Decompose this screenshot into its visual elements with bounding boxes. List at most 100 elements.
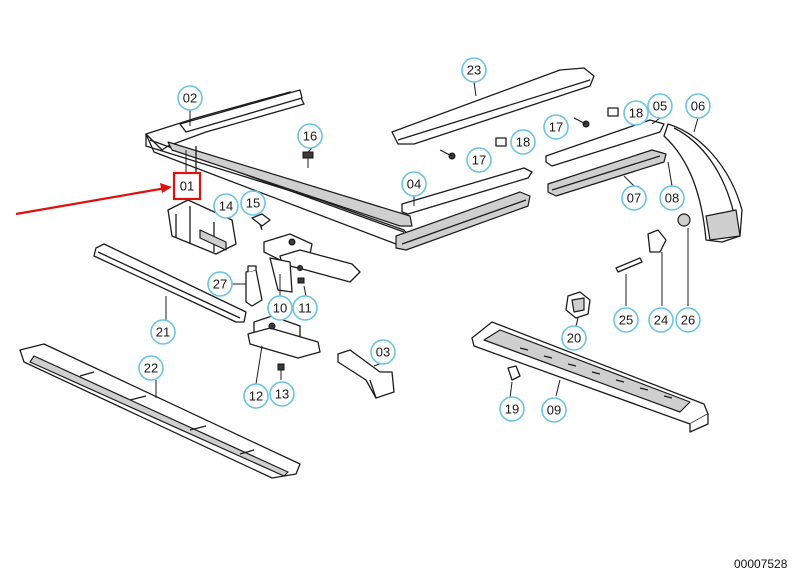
callout-circle xyxy=(461,57,487,83)
part-10-hinge xyxy=(263,233,361,293)
part-16-screw xyxy=(302,151,314,168)
callout-circle xyxy=(401,171,427,197)
callout-25: 25 xyxy=(613,307,639,333)
document-number: 00007528 xyxy=(734,557,788,571)
callout-circle xyxy=(177,85,203,111)
callout-12: 12 xyxy=(243,383,269,409)
part-09-step-plate xyxy=(471,321,709,433)
callout-02: 02 xyxy=(177,85,203,111)
callout-08: 08 xyxy=(659,185,685,211)
callout-circle xyxy=(150,319,176,345)
callout-circle xyxy=(675,307,701,333)
callout-label: 11 xyxy=(298,301,312,316)
part-17-screws xyxy=(439,117,590,160)
callout-18b: 18 xyxy=(623,100,649,126)
callout-04: 04 xyxy=(401,171,427,197)
callout-label: 19 xyxy=(505,402,519,417)
callout-26: 26 xyxy=(675,307,701,333)
callout-label: 16 xyxy=(303,129,317,144)
callout-label: 22 xyxy=(144,361,158,376)
part-26-nut xyxy=(677,213,691,227)
callout-17b: 17 xyxy=(543,114,569,140)
part-24-cover xyxy=(647,229,667,253)
callout-19: 19 xyxy=(499,396,525,422)
callout-label: 13 xyxy=(275,387,289,402)
callout-label: 20 xyxy=(567,331,581,346)
callout-circle xyxy=(543,114,569,140)
callout-15: 15 xyxy=(240,190,266,216)
callout-circle xyxy=(621,185,647,211)
part-22-lower-beam xyxy=(19,343,301,479)
part-12-lower-hinge xyxy=(247,315,321,359)
callout-label: 12 xyxy=(249,389,263,404)
callout-05: 05 xyxy=(647,93,673,119)
callout-label: 27 xyxy=(213,277,227,292)
callout-label: 07 xyxy=(627,191,641,206)
callout-16: 16 xyxy=(297,123,323,149)
callout-03: 03 xyxy=(370,339,396,365)
callout-circle xyxy=(466,147,492,173)
callout-circle xyxy=(561,325,587,351)
part-27-pin xyxy=(245,265,263,307)
red-pointer-arrow xyxy=(15,183,172,216)
callout-label: 04 xyxy=(407,177,421,192)
callout-label: 24 xyxy=(654,313,668,328)
part-23-trim-bar xyxy=(391,67,595,145)
callout-24: 24 xyxy=(648,307,674,333)
callout-label: 26 xyxy=(681,313,695,328)
callout-circle xyxy=(240,190,266,216)
callout-circle xyxy=(613,307,639,333)
callout-circle xyxy=(269,381,295,407)
callout-label: 21 xyxy=(156,325,170,340)
part-03-bracket xyxy=(337,349,395,399)
callout-circle xyxy=(297,123,323,149)
callout-10: 10 xyxy=(267,295,293,321)
callout-14: 14 xyxy=(213,193,239,219)
callout-circle xyxy=(647,93,673,119)
callout-09: 09 xyxy=(541,397,567,423)
callout-label: 02 xyxy=(183,91,197,106)
callout-circle xyxy=(685,93,711,119)
part-02-roof-frame xyxy=(145,89,413,247)
callout-circle xyxy=(541,397,567,423)
callout-circle xyxy=(138,355,164,381)
callout-circle xyxy=(267,295,293,321)
callout-01: 01 xyxy=(172,171,202,201)
callout-label: 17 xyxy=(549,120,563,135)
part-20-cap xyxy=(565,291,591,319)
part-18-clips xyxy=(495,107,619,147)
callout-label: 10 xyxy=(273,301,287,316)
callout-27: 27 xyxy=(207,271,233,297)
callout-circle xyxy=(510,129,536,155)
callout-label: 01 xyxy=(180,179,194,194)
callout-label: 09 xyxy=(547,403,561,418)
part-13-screw xyxy=(277,363,285,380)
part-25-screw xyxy=(615,257,643,273)
callout-circle xyxy=(292,295,318,321)
callout-label: 15 xyxy=(246,196,260,211)
part-04-rail-strip xyxy=(395,167,533,251)
highlight-box xyxy=(172,171,202,201)
callout-13: 13 xyxy=(269,381,295,407)
part-05-07-side-rails xyxy=(545,119,667,197)
callout-circle xyxy=(243,383,269,409)
part-19-clip xyxy=(507,365,521,381)
part-21-seal-strip xyxy=(93,243,247,323)
callout-label: 25 xyxy=(619,313,633,328)
callout-label: 18 xyxy=(629,106,643,121)
callout-circle xyxy=(648,307,674,333)
callout-label: 05 xyxy=(653,99,667,114)
callout-label: 03 xyxy=(376,345,390,360)
callout-label: 06 xyxy=(691,99,705,114)
part-15-clip xyxy=(251,213,271,231)
callout-circle xyxy=(499,396,525,422)
callout-07: 07 xyxy=(621,185,647,211)
callout-17a: 17 xyxy=(466,147,492,173)
callout-label: 08 xyxy=(665,191,679,206)
callout-21: 21 xyxy=(150,319,176,345)
callout-label: 14 xyxy=(219,199,233,214)
callout-20: 20 xyxy=(561,325,587,351)
callout-label: 23 xyxy=(467,63,481,78)
